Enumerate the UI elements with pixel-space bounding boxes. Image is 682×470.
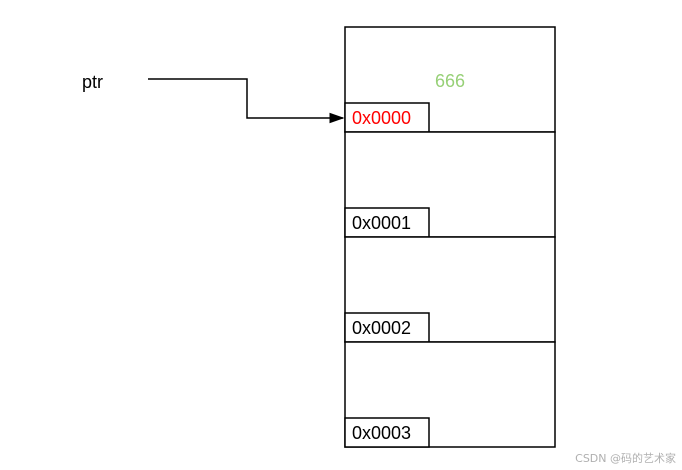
pointer-label: ptr — [82, 72, 103, 92]
memory-cell: 0x0003 — [344, 341, 556, 448]
memory-cell-value: 666 — [435, 71, 465, 91]
address-box — [344, 417, 430, 448]
memory-cell: 0x0002 — [344, 236, 556, 343]
address-label: 0x0003 — [352, 423, 411, 443]
memory-block: 666 0x0000 0x0001 0x0002 0x0003 — [344, 26, 556, 448]
pointer-arrow — [148, 78, 345, 124]
memory-cell: 0x0001 — [344, 131, 556, 238]
address-label: 0x0001 — [352, 213, 411, 233]
watermark: CSDN @码的艺术家 — [575, 452, 676, 465]
address-label: 0x0002 — [352, 318, 411, 338]
address-box — [344, 207, 430, 238]
memory-cell: 666 0x0000 — [344, 26, 556, 133]
address-label: 0x0000 — [352, 108, 411, 128]
address-box — [344, 312, 430, 343]
